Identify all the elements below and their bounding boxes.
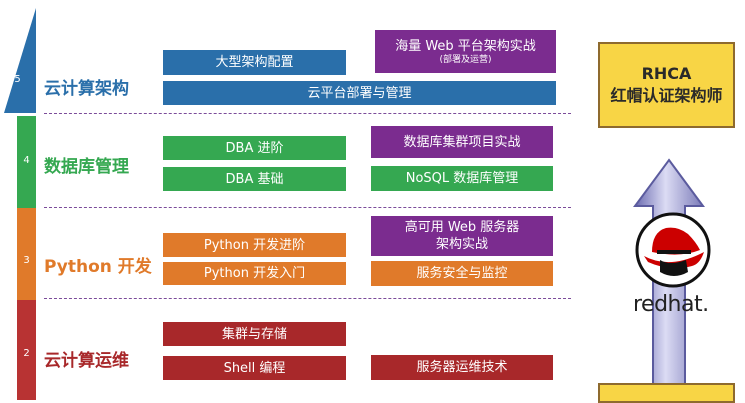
level-title-5: 云计算架构	[44, 79, 129, 99]
box-web-arch-label: 海量 Web 平台架构实战	[395, 38, 536, 54]
box-nosql: NoSQL 数据库管理	[371, 166, 553, 191]
separator-4-3	[44, 207, 571, 208]
level-title-2: 云计算运维	[44, 351, 129, 371]
rhca-cert-subtitle: 红帽认证架构师	[610, 86, 723, 105]
box-web-arch: 海量 Web 平台架构实战 (部署及运营)	[375, 30, 556, 73]
box-py-intro-label: Python 开发入门	[203, 266, 306, 281]
box-py-intro: Python 开发入门	[163, 262, 346, 285]
level-bar-red	[17, 300, 36, 400]
box-server-ops: 服务器运维技术	[371, 355, 553, 380]
box-shell-label: Shell 编程	[223, 360, 286, 376]
rhca-cert-box: RHCA 红帽认证架构师	[598, 42, 735, 128]
box-py-adv-label: Python 开发进阶	[203, 237, 306, 253]
box-ha-web-label-1: 高可用 Web 服务器	[404, 220, 520, 235]
box-shell: Shell 编程	[163, 356, 346, 380]
box-py-adv: Python 开发进阶	[163, 233, 346, 257]
box-dba-basic: DBA 基础	[163, 167, 346, 191]
box-dba-basic-label: DBA 基础	[225, 171, 284, 187]
level-bar-orange	[17, 208, 36, 300]
box-dba-adv: DBA 进阶	[163, 136, 346, 160]
box-cluster-storage-label: 集群与存储	[221, 326, 287, 342]
box-dba-adv-label: DBA 进阶	[225, 140, 284, 156]
box-cloud-deploy: 云平台部署与管理	[163, 81, 556, 105]
box-server-ops-label: 服务器运维技术	[416, 360, 508, 375]
level-number-4: 4	[23, 155, 30, 166]
box-cluster-proj: 数据库集群项目实战	[371, 126, 553, 158]
redhat-logo-text: redhat.	[633, 292, 709, 317]
rhce-cert-box-partial	[598, 383, 735, 403]
box-cluster-proj-label: 数据库集群项目实战	[403, 134, 521, 150]
separator-5-4	[44, 113, 571, 114]
box-security: 服务安全与监控	[371, 261, 553, 286]
level-title-3: Python 开发	[44, 257, 152, 277]
box-big-arch: 大型架构配置	[163, 50, 346, 75]
level-number-3: 3	[23, 255, 30, 266]
box-ha-web-label-2: 架构实战	[435, 237, 488, 252]
redhat-shadowman-icon	[635, 212, 711, 288]
box-web-arch-sublabel: (部署及运营)	[439, 54, 492, 65]
level-number-2: 2	[23, 348, 30, 359]
rhca-cert-title: RHCA	[641, 64, 692, 83]
level-number-5: 5	[14, 74, 21, 85]
box-nosql-label: NoSQL 数据库管理	[405, 171, 519, 186]
box-ha-web: 高可用 Web 服务器 架构实战	[371, 216, 553, 256]
box-cluster-storage: 集群与存储	[163, 322, 346, 346]
level-title-4: 数据库管理	[44, 157, 129, 177]
level-bar-top-arrow	[4, 8, 36, 113]
box-cloud-deploy-label: 云平台部署与管理	[307, 85, 412, 101]
separator-3-2	[44, 298, 571, 299]
level-bar-green	[17, 116, 36, 208]
box-big-arch-label: 大型架构配置	[215, 55, 294, 70]
box-security-label: 服务安全与监控	[416, 266, 508, 281]
